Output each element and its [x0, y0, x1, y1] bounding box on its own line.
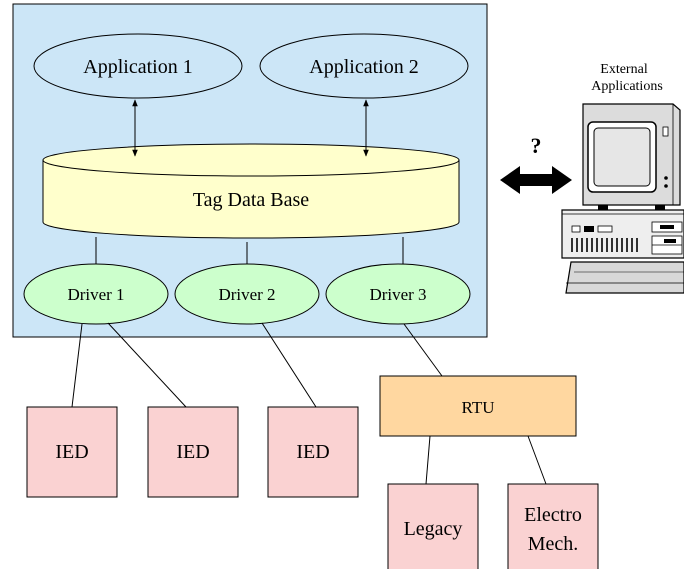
ied-3-label: IED — [296, 441, 329, 463]
rtu-electromech-connector — [527, 435, 547, 485]
ied-1-box: IED — [26, 406, 118, 498]
application-1-label: Application 1 — [83, 56, 192, 78]
ied-1-label: IED — [55, 441, 88, 463]
driver1-ied2-connector — [107, 322, 187, 408]
driver3-rtu-connector — [403, 323, 443, 377]
ied-2-label: IED — [176, 441, 209, 463]
rtu-box: RTU — [379, 375, 577, 437]
bidirectional-arrow-icon — [500, 166, 572, 194]
electromech-label-line2: Mech. — [528, 533, 579, 555]
computer-icon — [561, 103, 684, 294]
electromech-label-line1: Electro — [524, 504, 582, 526]
application-2-label: Application 2 — [309, 56, 418, 78]
driver2-ied3-connector — [261, 322, 317, 408]
electromech-box: Electro Mech. — [507, 483, 599, 569]
application-2-node: Application 2 — [259, 33, 469, 99]
ied-2-box: IED — [147, 406, 239, 498]
application-1-node: Application 1 — [33, 33, 243, 99]
tag-database-label: Tag Data Base — [193, 189, 309, 211]
driver-3-label: Driver 3 — [369, 285, 426, 304]
driver1-ied1-connector — [71, 323, 83, 408]
driver-1-label: Driver 1 — [67, 285, 124, 304]
external-title-line2: Applications — [591, 79, 663, 94]
driver-3-node: Driver 3 — [325, 263, 471, 325]
driver-2-node: Driver 2 — [174, 263, 320, 325]
question-mark: ? — [531, 133, 542, 158]
legacy-label: Legacy — [404, 518, 463, 540]
rtu-legacy-connector — [425, 435, 431, 485]
driver-1-node: Driver 1 — [23, 263, 169, 325]
legacy-box: Legacy — [387, 483, 479, 569]
ied-3-box: IED — [267, 406, 359, 498]
external-title-line1: External — [600, 62, 648, 77]
driver-2-label: Driver 2 — [218, 285, 275, 304]
rtu-label: RTU — [462, 398, 495, 417]
tag-database-node: Tag Data Base — [42, 143, 460, 239]
